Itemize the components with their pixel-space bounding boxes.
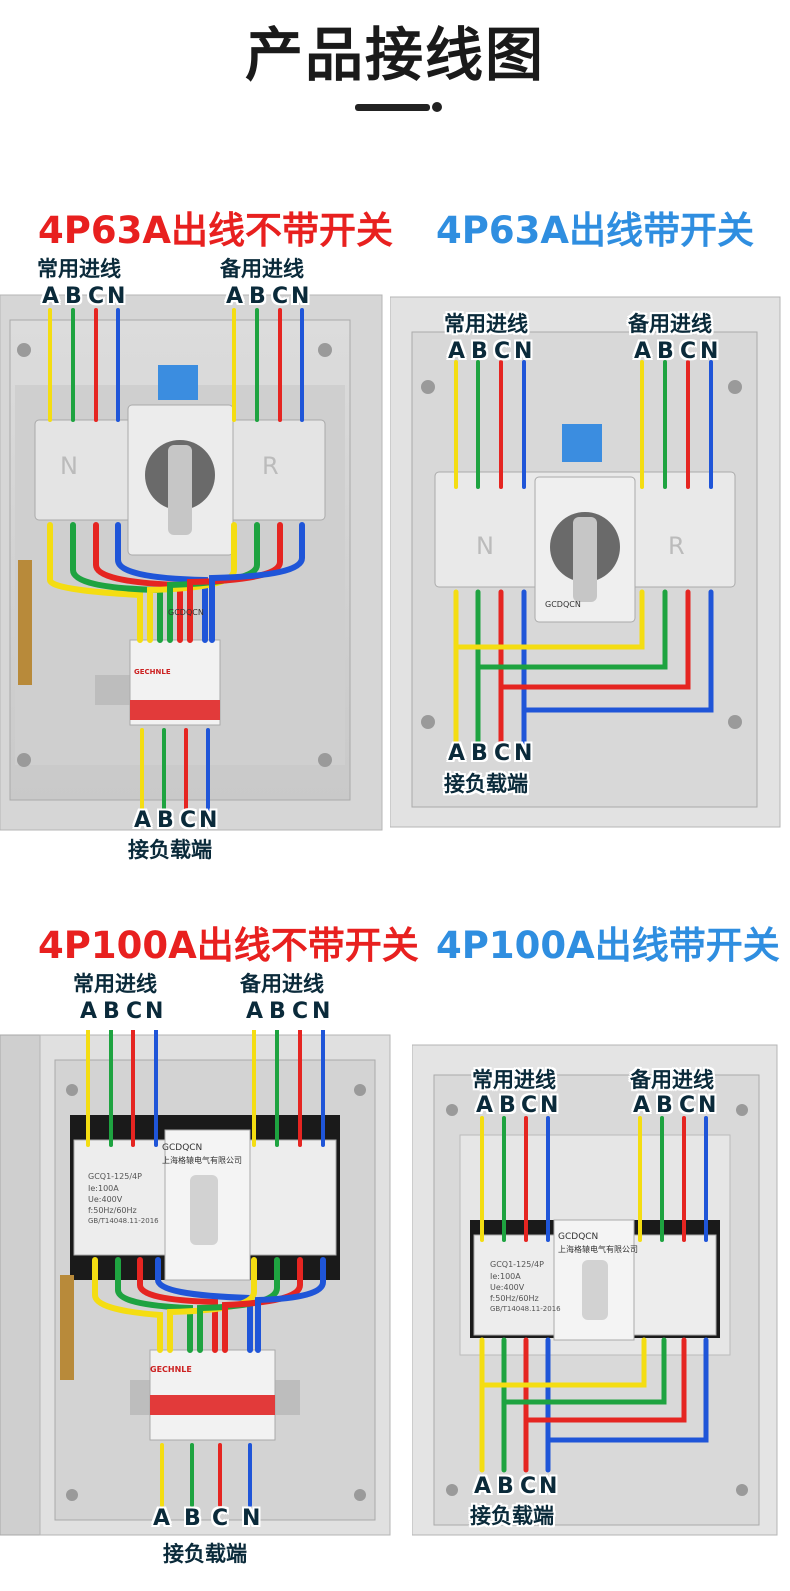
- panel-2-wiring: [453, 360, 714, 750]
- panel-3-out-a: A: [153, 1506, 171, 1531]
- panel-3-in-a: A: [80, 999, 98, 1024]
- panel-1-in-n: N: [107, 284, 126, 309]
- panel-2-out-n: N: [514, 741, 533, 766]
- panel-2-device-brand: GCDQCN: [545, 600, 581, 609]
- panel-4-in-c: C: [521, 1093, 538, 1118]
- panel-1-pole-r: R: [262, 452, 279, 480]
- panel-2-in-c: C: [494, 339, 511, 364]
- panel-4-out-a: A: [474, 1474, 492, 1499]
- panel-3-bk-c: C: [292, 999, 309, 1024]
- panel-2-in-b: B: [471, 339, 488, 364]
- panel-4-bk-n: N: [698, 1093, 717, 1118]
- panel-1-out-a: A: [134, 808, 152, 833]
- panel-3-device-model: GCQ1-125/4P: [88, 1172, 142, 1181]
- panel-1-common-in-label: 常用进线: [37, 257, 121, 281]
- panel-4-device-freq: f:50Hz/60Hz: [490, 1294, 539, 1303]
- panel-4-bk-c: C: [679, 1093, 696, 1118]
- panel-4-common-in-label: 常用进线: [472, 1068, 556, 1092]
- panel-4-out-c: C: [520, 1474, 537, 1499]
- panel-4-backup-in-label: 备用进线: [630, 1068, 714, 1092]
- title-underline: [355, 104, 430, 111]
- panel-4-in-n: N: [540, 1093, 559, 1118]
- panel-4-wiring: [479, 1116, 709, 1473]
- panel-4-heading: 4P100A出线带开关: [436, 924, 780, 967]
- panel-3-bk-b: B: [269, 999, 286, 1024]
- panel-3-device-std: GB/T14048.11-2016: [88, 1217, 159, 1225]
- panel-1-in-c: C: [88, 284, 105, 309]
- panel-4-enclosure: [412, 1044, 778, 1536]
- panel-1-bk-c: C: [272, 284, 289, 309]
- panel-3-heading: 4P100A出线不带开关: [38, 924, 419, 967]
- panel-2-out-c: C: [494, 741, 511, 766]
- panel-2-load-label: 接负载端: [444, 772, 528, 796]
- panel-1-in-b: B: [65, 284, 82, 309]
- panel-4-device-ie: Ie:100A: [490, 1272, 521, 1281]
- panel-3-common-in-label: 常用进线: [73, 972, 157, 996]
- panel-1-breaker-brand: GECHNLE: [134, 668, 171, 676]
- panel-2-heading: 4P63A出线带开关: [436, 209, 754, 252]
- panel-1-in-a: A: [42, 284, 60, 309]
- panel-4-device-brand: GCDQCN: [558, 1232, 599, 1242]
- panel-1-load-label: 接负载端: [128, 838, 212, 862]
- panel-3-enclosure: [0, 1034, 391, 1536]
- panel-3-breaker-brand: GECHNLE: [150, 1365, 192, 1374]
- panel-3-wiring: [86, 1030, 326, 1507]
- panel-1-heading: 4P63A出线不带开关: [38, 209, 393, 252]
- panel-3-device-company: 上海格辕电气有限公司: [162, 1156, 242, 1165]
- panel-4-device-company: 上海格辕电气有限公司: [558, 1245, 638, 1254]
- panel-4-out-b: B: [497, 1474, 514, 1499]
- panel-2-out-a: A: [448, 741, 466, 766]
- panel-2-pole-r: R: [668, 532, 685, 560]
- panel-2-in-a: A: [448, 339, 466, 364]
- panel-3-backup-in-label: 备用进线: [240, 972, 324, 996]
- panel-3-device-ie: Ie:100A: [88, 1184, 119, 1193]
- panel-4-device-model: GCQ1-125/4P: [490, 1260, 544, 1269]
- panel-1-wiring: [47, 308, 305, 812]
- panel-1-bk-b: B: [249, 284, 266, 309]
- panel-1-device-brand: GCDQCN: [168, 608, 204, 617]
- page-title: 产品接线图: [244, 21, 545, 89]
- panel-3-in-b: B: [103, 999, 120, 1024]
- panel-3-device-freq: f:50Hz/60Hz: [88, 1206, 137, 1215]
- panel-4-out-n: N: [539, 1474, 558, 1499]
- panel-4-bk-a: A: [633, 1093, 651, 1118]
- panel-1-out-b: B: [157, 808, 174, 833]
- panel-1-pole-n: N: [60, 452, 78, 480]
- panel-2-out-b: B: [471, 741, 488, 766]
- panel-3-out-n: N: [242, 1506, 261, 1531]
- title-dot: [432, 102, 442, 112]
- panel-3-in-n: N: [145, 999, 164, 1024]
- panel-3-in-c: C: [126, 999, 143, 1024]
- panel-4-device-std: GB/T14048.11-2016: [490, 1305, 561, 1313]
- panel-4-device-ue: Ue:400V: [490, 1283, 525, 1292]
- panel-1-enclosure: [0, 294, 383, 831]
- panel-1-out-n: N: [199, 808, 218, 833]
- panel-2-bk-c: C: [680, 339, 697, 364]
- panel-2-common-in-label: 常用进线: [444, 312, 528, 336]
- panel-1-bk-a: A: [226, 284, 244, 309]
- panel-2-bk-b: B: [657, 339, 674, 364]
- panel-4-bk-b: B: [656, 1093, 673, 1118]
- panel-3-device-brand: GCDQCN: [162, 1143, 203, 1153]
- panel-1-bk-n: N: [291, 284, 310, 309]
- panel-2-bk-a: A: [634, 339, 652, 364]
- panel-4-in-b: B: [499, 1093, 516, 1118]
- panel-3-out-c: C: [212, 1506, 229, 1531]
- panel-1-backup-in-label: 备用进线: [220, 257, 304, 281]
- panel-2-in-n: N: [514, 339, 533, 364]
- panel-3-bk-n: N: [312, 999, 331, 1024]
- panel-4-in-a: A: [476, 1093, 494, 1118]
- panel-4-load-label: 接负载端: [470, 1504, 554, 1528]
- panel-3-bk-a: A: [246, 999, 264, 1024]
- panel-2-bk-n: N: [700, 339, 719, 364]
- panel-2-pole-n: N: [476, 532, 494, 560]
- panel-3-out-b: B: [184, 1506, 201, 1531]
- panel-1-out-c: C: [180, 808, 197, 833]
- panel-3-device-ue: Ue:400V: [88, 1195, 123, 1204]
- panel-3-load-label: 接负载端: [163, 1542, 247, 1566]
- panel-2-backup-in-label: 备用进线: [628, 312, 712, 336]
